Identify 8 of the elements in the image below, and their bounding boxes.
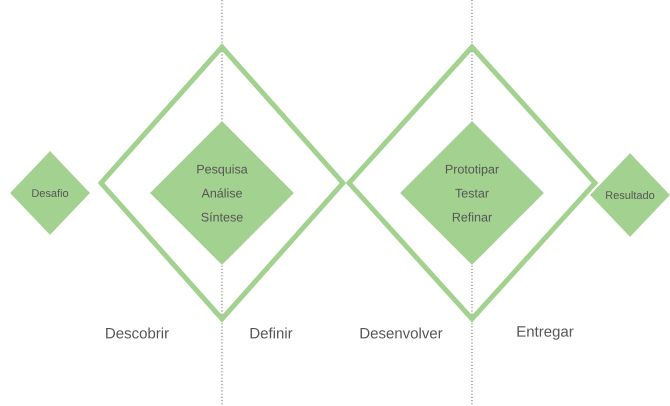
diamond-box: Prototipar Testar Refinar — [400, 121, 544, 265]
phase-label: Descobrir — [106, 327, 169, 338]
phase-label: Entregar — [517, 326, 574, 340]
diamond-box: Desafio — [10, 151, 90, 235]
phase-label: Desenvolver — [360, 327, 442, 338]
diamond-box: Pesquisa Análise Síntese — [150, 121, 294, 265]
phase-label: Definir — [250, 327, 292, 338]
diamond-box: Resultado — [590, 153, 670, 237]
